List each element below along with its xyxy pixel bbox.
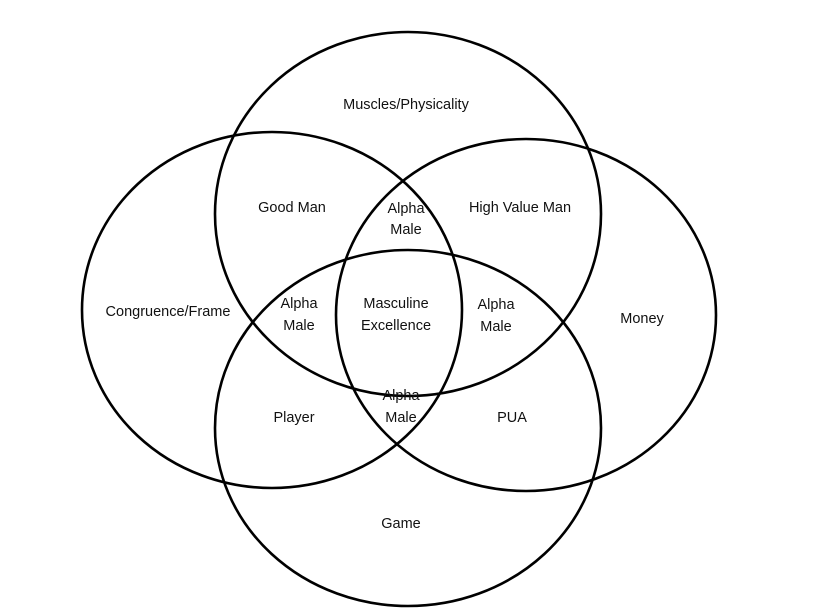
center-line2: Excellence: [361, 318, 431, 334]
center-region: Masculine Excellence: [361, 296, 431, 334]
alpha-male-left-line1: Alpha: [280, 296, 318, 312]
alpha-male-left-line2: Male: [283, 318, 314, 334]
alpha-male-top-line1: Alpha: [387, 201, 425, 217]
alpha-male-bottom-line2: Male: [385, 410, 416, 426]
label-congruence-frame: Congruence/Frame: [106, 304, 231, 320]
circle-money: [334, 137, 718, 493]
label-player: Player: [273, 410, 314, 426]
alpha-male-right-line1: Alpha: [477, 297, 515, 313]
alpha-male-top: Alpha Male: [387, 201, 425, 238]
label-game: Game: [381, 516, 421, 532]
alpha-male-bottom-line1: Alpha: [382, 388, 420, 404]
center-line1: Masculine: [363, 296, 428, 312]
label-high-value-man: High Value Man: [469, 200, 571, 216]
circle-congruence-frame: [80, 130, 464, 490]
alpha-male-top-line2: Male: [390, 222, 421, 238]
label-pua: PUA: [497, 410, 527, 426]
label-muscles-physicality: Muscles/Physicality: [343, 97, 469, 113]
alpha-male-bottom: Alpha Male: [382, 388, 420, 426]
alpha-male-right-line2: Male: [480, 319, 511, 335]
label-good-man: Good Man: [258, 200, 326, 216]
alpha-male-left: Alpha Male: [280, 296, 318, 334]
alpha-male-right: Alpha Male: [477, 297, 515, 335]
circle-muscles-physicality: [213, 30, 603, 398]
circle-game: [213, 248, 603, 608]
label-money: Money: [620, 311, 664, 327]
